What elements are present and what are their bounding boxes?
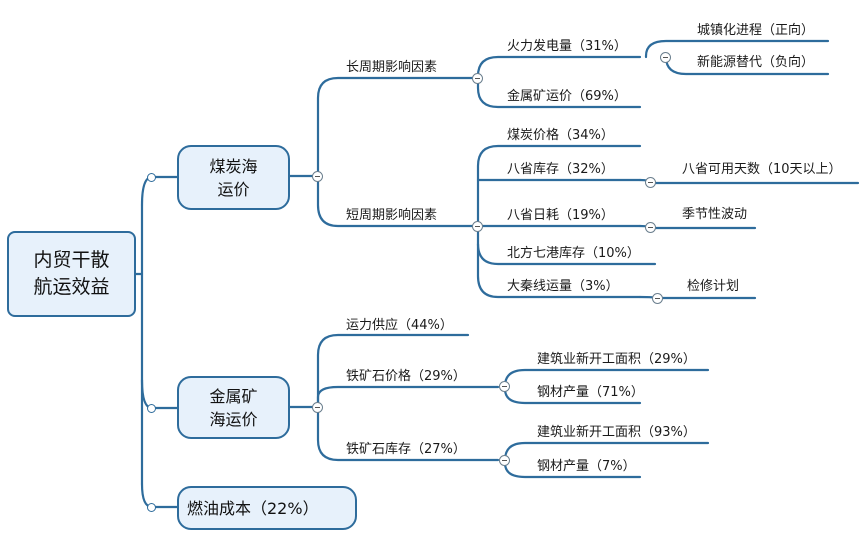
metal-freight-node[interactable]: 金属矿 海运价 (177, 376, 290, 439)
ore-stock-construction[interactable]: 建筑业新开工面积（93%） (537, 425, 696, 440)
ore-stock-steel[interactable]: 钢材产量（7%） (537, 459, 636, 474)
north-ports-stock[interactable]: 北方七港库存（10%） (507, 246, 640, 261)
root-node[interactable]: 内贸干散 航运效益 (7, 231, 136, 317)
root-line2: 航运效益 (33, 276, 110, 298)
iron-ore-price[interactable]: 铁矿石价格（29%） (346, 369, 466, 384)
capacity-supply[interactable]: 运力供应（44%） (346, 318, 453, 333)
eight-province-stock[interactable]: 八省库存（32%） (507, 162, 614, 177)
maintenance-plan[interactable]: 检修计划 (687, 279, 740, 294)
collapse-toggle-ore-stock[interactable] (499, 455, 510, 466)
short-term-factors[interactable]: 短周期影响因素 (346, 208, 438, 223)
metal-freight-price[interactable]: 金属矿运价（69%） (507, 89, 627, 104)
metal-line2: 海运价 (209, 409, 258, 429)
collapse-toggle-long-term[interactable] (472, 73, 483, 84)
fuel-label: 燃油成本（22%） (187, 498, 319, 518)
eight-province-daily[interactable]: 八省日耗（19%） (507, 208, 614, 223)
long-term-factors[interactable]: 长周期影响因素 (346, 60, 438, 75)
collapse-toggle-daqin[interactable] (652, 293, 663, 304)
thermal-power[interactable]: 火力发电量（31%） (507, 39, 627, 54)
coal-price[interactable]: 煤炭价格（34%） (507, 128, 614, 143)
expand-dot-coal[interactable] (147, 173, 156, 182)
fuel-cost-node[interactable]: 燃油成本（22%） (177, 486, 357, 530)
expand-dot-fuel[interactable] (147, 503, 156, 512)
collapse-toggle-ore-price[interactable] (499, 381, 510, 392)
urbanization[interactable]: 城镇化进程（正向） (697, 23, 815, 38)
collapse-toggle-eight-stock[interactable] (645, 177, 656, 188)
coal-line2: 运价 (217, 179, 250, 199)
collapse-toggle-short-term[interactable] (472, 221, 483, 232)
iron-ore-stock[interactable]: 铁矿石库存（27%） (346, 442, 466, 457)
coal-freight-node[interactable]: 煤炭海 运价 (177, 145, 290, 210)
root-line1: 内贸干散 (33, 249, 110, 271)
ore-price-steel[interactable]: 钢材产量（71%） (537, 385, 644, 400)
eight-province-days[interactable]: 八省可用天数（10天以上） (682, 162, 842, 177)
collapse-toggle-eight-daily[interactable] (645, 222, 656, 233)
metal-line1: 金属矿 (209, 386, 258, 406)
collapse-toggle-metal[interactable] (312, 402, 323, 413)
daqin-volume[interactable]: 大秦线运量（3%） (507, 279, 619, 294)
coal-line1: 煤炭海 (209, 156, 258, 176)
collapse-toggle-coal[interactable] (312, 171, 323, 182)
expand-dot-metal[interactable] (147, 404, 156, 413)
collapse-toggle-thermal-power[interactable] (660, 52, 671, 63)
ore-price-construction[interactable]: 建筑业新开工面积（29%） (537, 352, 696, 367)
new-energy[interactable]: 新能源替代（负向） (697, 55, 815, 70)
seasonal-fluctuation[interactable]: 季节性波动 (682, 207, 748, 222)
